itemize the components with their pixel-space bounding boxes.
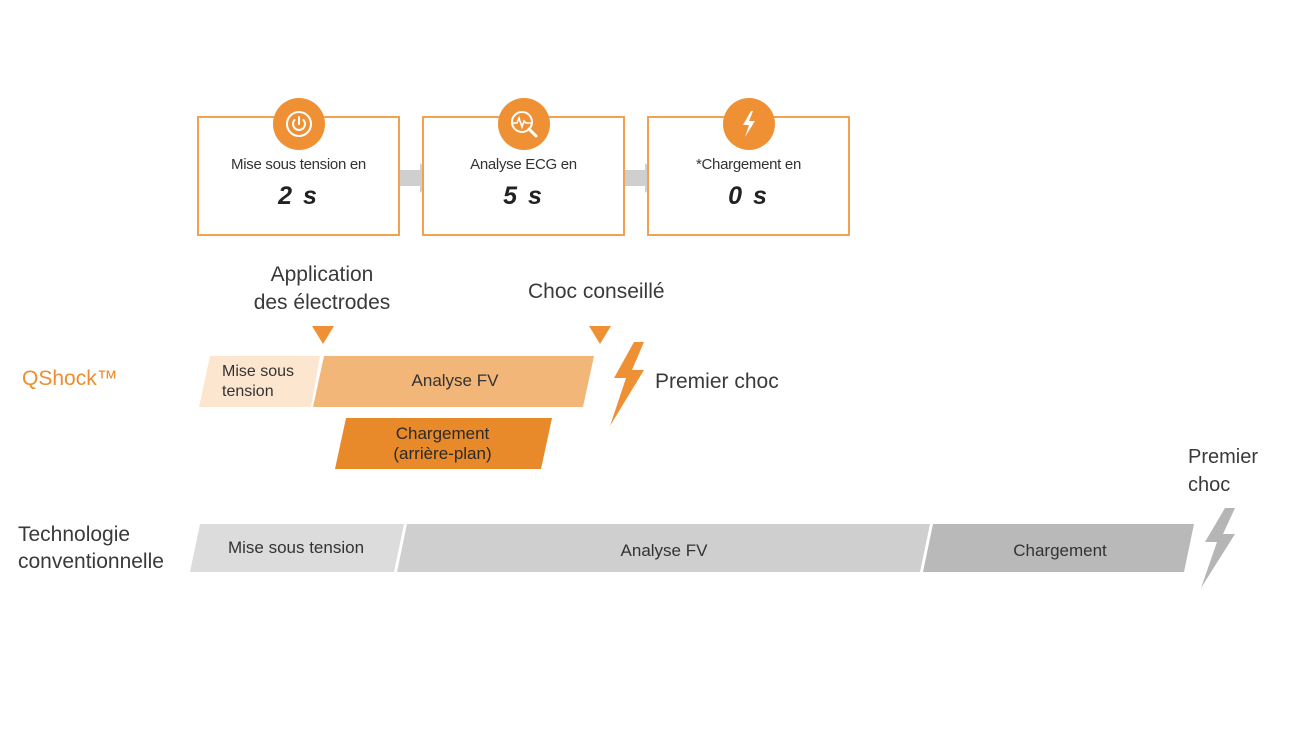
qshock-power-on-bar [199,356,320,407]
lightning-icon [722,98,775,150]
conventional-analysis-bar [397,524,930,572]
step-box-ecg-analysis: Analyse ECG en 5 s [422,98,625,236]
electrodes-marker-label: Application des électrodes [253,263,391,314]
qshock-analysis-bar [313,356,594,407]
step-box-charging: *Chargement en 0 s [647,98,850,236]
step-value: 5 s [503,182,544,210]
electrodes-marker-icon [312,326,334,349]
conventional-label: Technologie conventionnelle [18,523,164,573]
conventional-charging-bar [923,524,1194,572]
conventional-charging-label: Chargement [1013,541,1107,560]
qshock-analysis-label: Analyse FV [411,371,499,390]
advised-shock-marker-label: Choc conseillé [528,280,665,303]
step-label: Mise sous tension en [231,156,366,173]
qshock-shock-lightning-icon [604,340,650,435]
qshock-first-shock-label: Premier choc [655,370,779,393]
qshock-charging-bar [335,418,552,469]
qshock-label: QShock™ [22,367,118,390]
conventional-shock-lightning-icon [1197,506,1241,597]
conventional-first-shock-label: Premier choc [1188,446,1259,496]
ecg-analysis-icon [497,98,550,150]
qshock-charging-label: Chargement (arrière-plan) [393,424,492,463]
step-box-power-on: Mise sous tension en 2 s [197,98,400,236]
step-value: 0 s [728,182,769,210]
step-value: 2 s [278,182,319,210]
power-icon [272,98,325,150]
conventional-analysis-label: Analyse FV [620,541,708,560]
advised-shock-marker-icon [589,326,611,349]
conventional-power-on-label: Mise sous tension [227,538,365,557]
step-label: Analyse ECG en [470,156,577,173]
step-label: *Chargement en [695,156,802,173]
conventional-power-on-bar [190,524,404,572]
qshock-power-on-label: Mise sous tension [222,363,295,400]
